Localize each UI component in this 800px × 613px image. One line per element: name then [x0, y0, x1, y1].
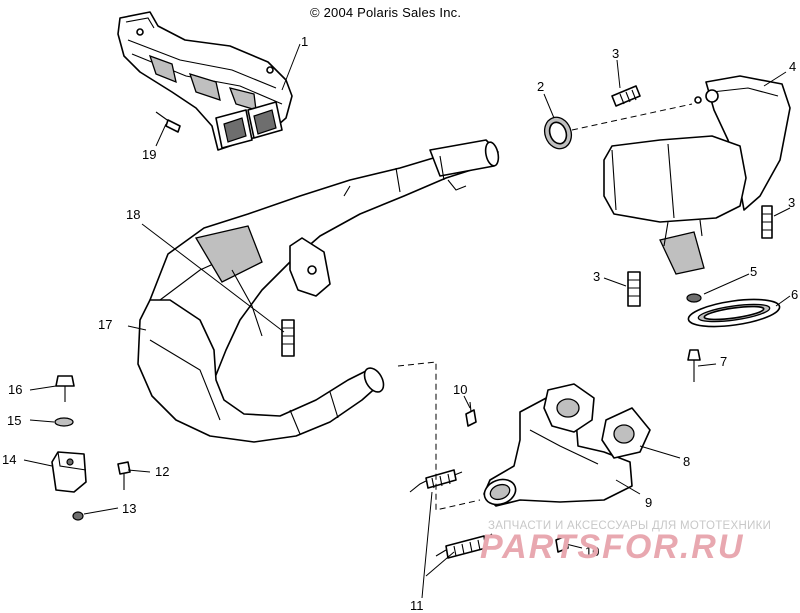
callout-7: 7: [720, 354, 728, 369]
callout-5: 5: [750, 264, 758, 279]
callout-15: 15: [7, 413, 22, 428]
callout-3: 3: [612, 46, 620, 61]
callout-18: 18: [126, 207, 141, 222]
leader-lines: [23, 43, 791, 599]
watermark-subtitle: ЗАПЧАСТИ И АКСЕССУАРЫ ДЛЯ МОТОТЕХНИКИ: [488, 520, 772, 532]
mounting-bracket: [117, 11, 293, 151]
callout-1: 1: [301, 34, 309, 49]
bolt-part-19: [155, 111, 181, 133]
spring-right: [761, 205, 773, 239]
spring-top: [611, 85, 641, 107]
stud-part-7: [687, 349, 701, 382]
silencer: [603, 75, 791, 275]
rubber-mount-part-14: [51, 451, 87, 493]
callout-12: 12: [155, 464, 170, 479]
callout-3: 3: [788, 195, 796, 210]
y-pipe-manifold: [483, 383, 651, 507]
watermark-logo-text: PARTSFOR.RU: [480, 528, 744, 564]
spring-pair-part-11: [409, 469, 493, 559]
callout-9: 9: [645, 495, 653, 510]
callout-3: 3: [593, 269, 601, 284]
seal-ring: [543, 116, 573, 150]
bolt-part-12: [117, 461, 131, 490]
washer-part-5: [686, 293, 702, 303]
callout-4: 4: [789, 59, 797, 74]
callout-17: 17: [98, 317, 113, 332]
bolt-lower-part-10: [555, 535, 569, 553]
callout-14: 14: [2, 452, 17, 467]
callout-8: 8: [683, 454, 691, 469]
bolt-upper-part-10: [465, 401, 477, 427]
expansion-chamber: [137, 139, 500, 443]
callout-2: 2: [537, 79, 545, 94]
callout-13: 13: [122, 501, 137, 516]
nut-part-13: [72, 511, 84, 521]
copyright-notice: © 2004 Polaris Sales Inc.: [310, 5, 462, 20]
callout-6: 6: [791, 287, 799, 302]
oval-gasket: [687, 298, 781, 328]
bolt-part-16: [55, 375, 75, 402]
callout-10: 10: [585, 544, 600, 559]
callout-19: 19: [142, 147, 157, 162]
washer-part-15: [54, 417, 74, 427]
spring-middle: [627, 271, 641, 307]
callout-16: 16: [8, 382, 23, 397]
spring-left: [281, 319, 295, 357]
callout-11: 11: [410, 598, 424, 613]
watermark-logo: PARTSFOR.RU: [478, 528, 788, 569]
callout-10: 10: [453, 382, 468, 397]
